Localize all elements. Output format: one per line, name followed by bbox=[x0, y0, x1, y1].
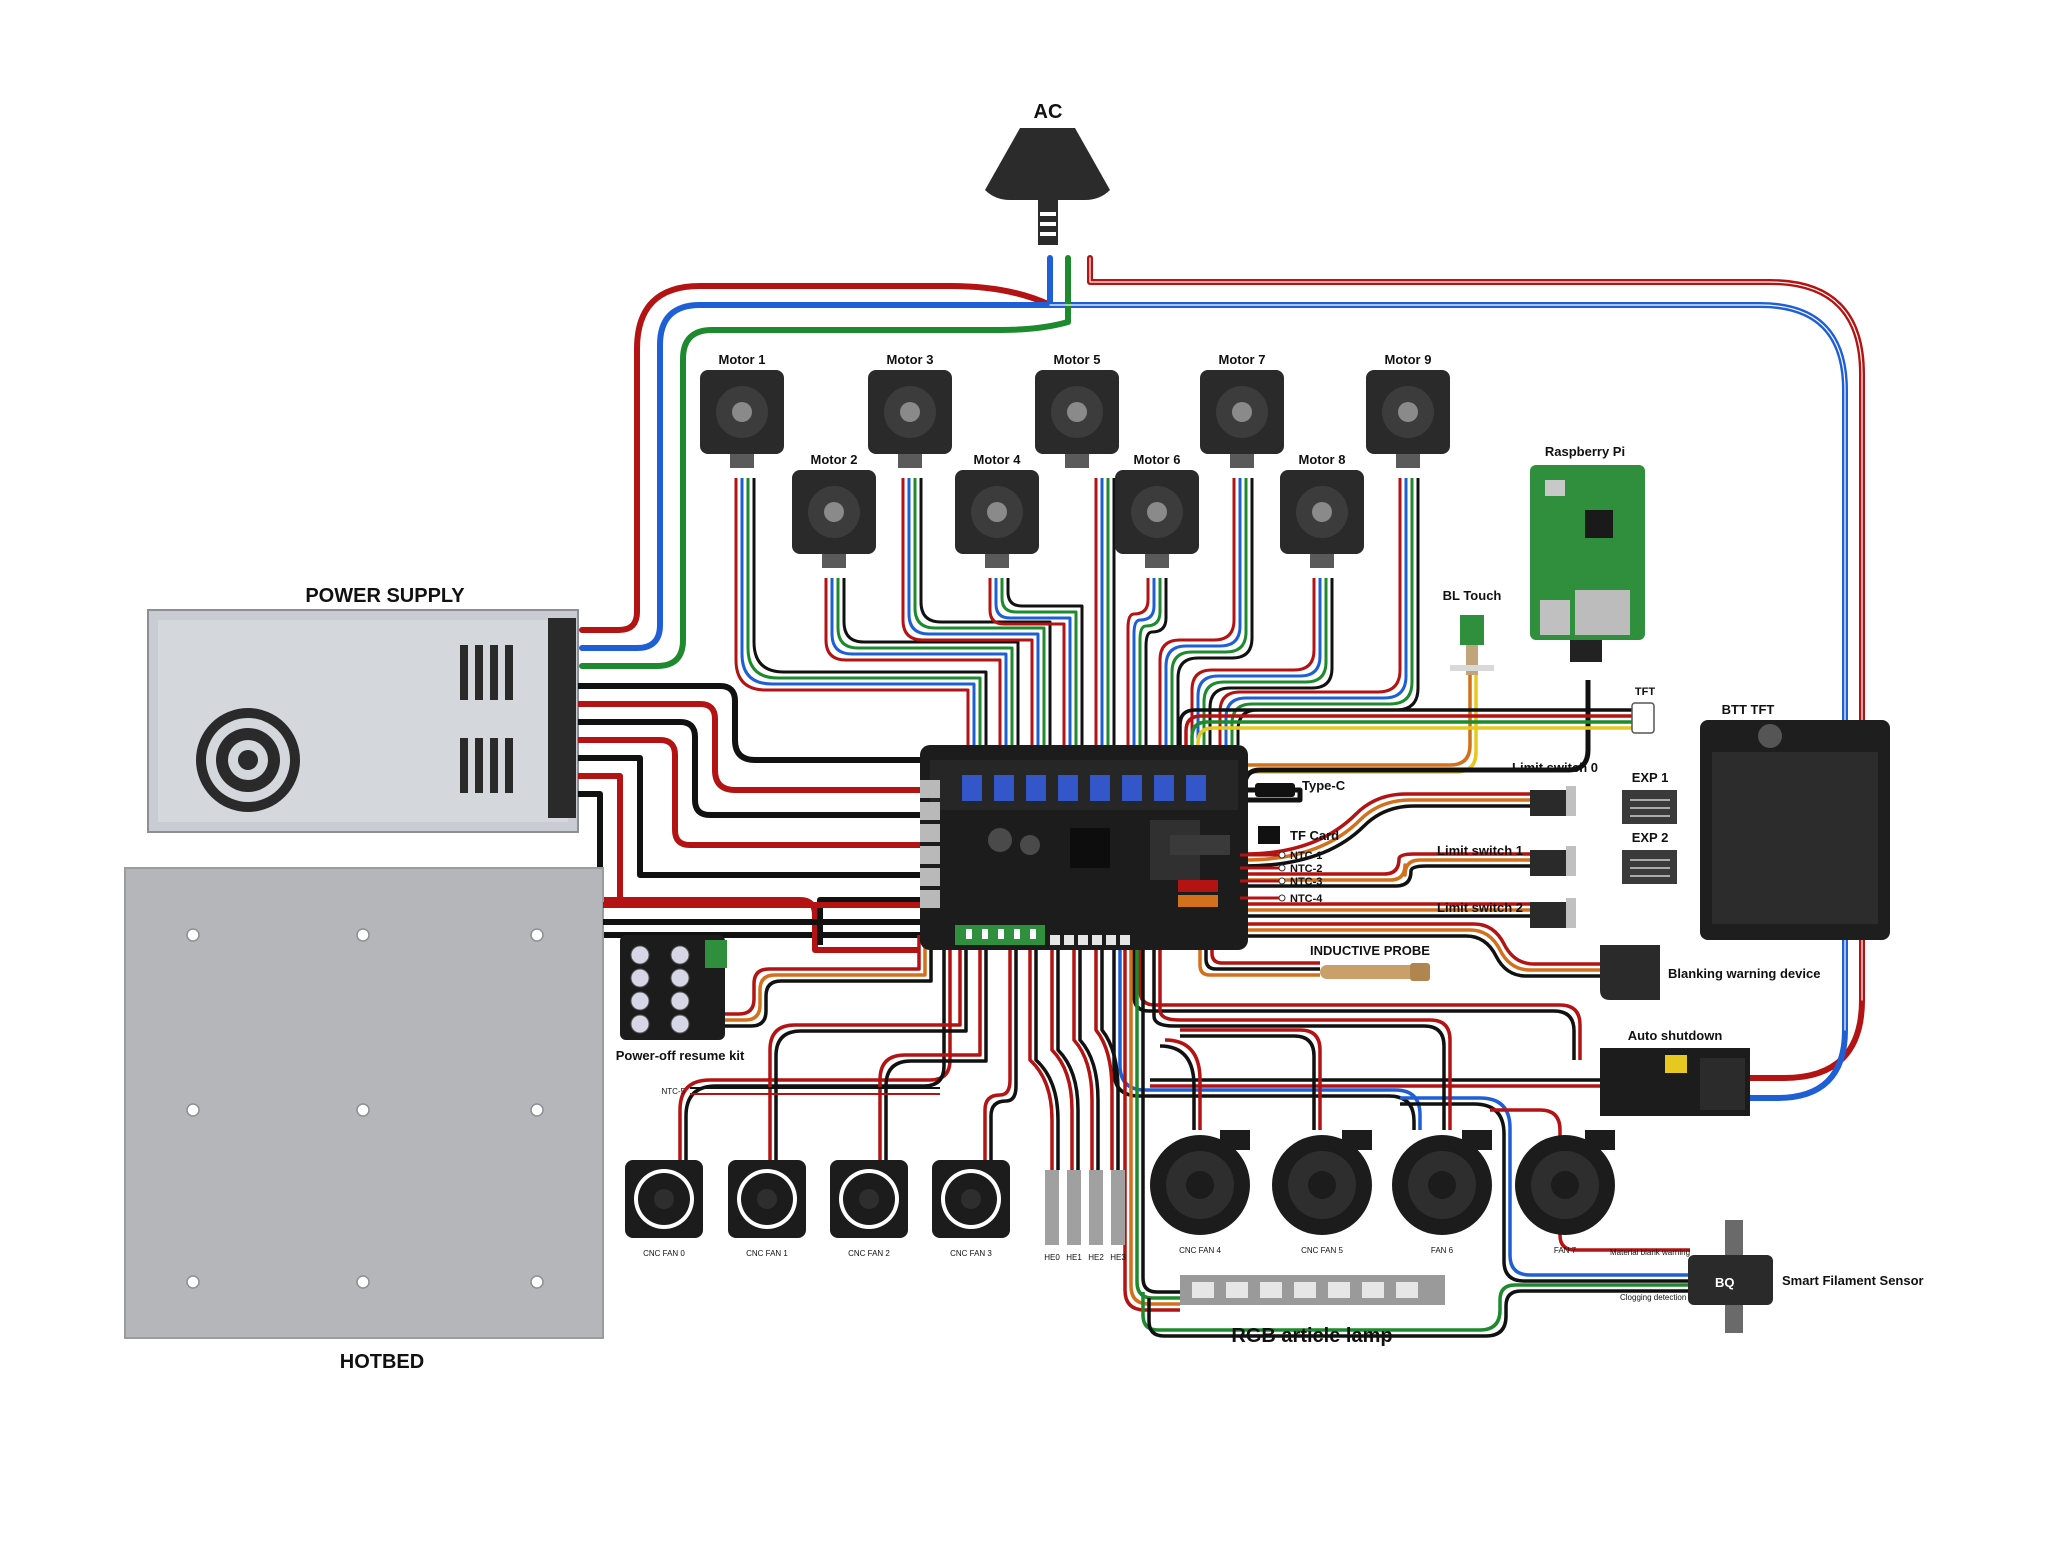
motor-5-label: Motor 5 bbox=[1054, 352, 1101, 367]
motor-2: Motor 2 bbox=[792, 452, 876, 568]
cnc-fan-0-label: CNC FAN 0 bbox=[643, 1249, 685, 1258]
material-blank-warning-label: Material blank warning bbox=[1610, 1248, 1690, 1257]
ac-wires bbox=[579, 255, 1865, 1101]
fan-6: FAN 6 bbox=[1392, 1130, 1492, 1255]
motor-1: Motor 1 bbox=[700, 352, 784, 468]
tft-connector: TFT bbox=[1631, 686, 1655, 734]
power-supply: POWER SUPPLY bbox=[147, 585, 579, 833]
heater-cartridges: HE0 HE1 HE2 HE3 bbox=[1044, 1170, 1126, 1262]
cnc-fan-4: CNC FAN 4 bbox=[1150, 1130, 1250, 1255]
raspberry-pi: Raspberry Pi bbox=[1530, 444, 1645, 662]
power-off-resume-label: Power-off resume kit bbox=[616, 1048, 745, 1063]
ntc-2-label: NTC-2 bbox=[1290, 863, 1322, 875]
heater-0-label: HE0 bbox=[1044, 1253, 1060, 1262]
fan-7: FAN 7 bbox=[1515, 1130, 1615, 1255]
btt-tft-display: BTT TFT bbox=[1700, 702, 1890, 940]
smart-filament-sensor-label: Smart Filament Sensor bbox=[1782, 1273, 1924, 1288]
heater-2-label: HE2 bbox=[1088, 1253, 1104, 1262]
cnc-fan-5-label: CNC FAN 5 bbox=[1301, 1246, 1343, 1255]
control-board bbox=[920, 745, 1248, 950]
rgb-lamp-label: RGB article lamp bbox=[1231, 1325, 1392, 1347]
blower-fans: CNC FAN 4 CNC FAN 5 FAN 6 FAN 7 bbox=[1150, 1130, 1615, 1255]
motor-7-label: Motor 7 bbox=[1219, 352, 1266, 367]
motor-3: Motor 3 bbox=[868, 352, 952, 468]
limit-switch-1-label: Limit switch 1 bbox=[1437, 843, 1523, 858]
smart-filament-sensor: BQ Smart Filament Sensor Material blank … bbox=[1610, 1220, 1924, 1333]
raspberry-pi-label: Raspberry Pi bbox=[1545, 444, 1625, 459]
fan-7-label: FAN 7 bbox=[1554, 1246, 1577, 1255]
exp-2-label: EXP 2 bbox=[1632, 830, 1669, 845]
auto-shutdown-label: Auto shutdown bbox=[1628, 1028, 1723, 1043]
clogging-detection-label: Clogging detection bbox=[1620, 1293, 1686, 1302]
heater-1-label: HE1 bbox=[1066, 1253, 1082, 1262]
cnc-fan-1: CNC FAN 1 bbox=[728, 1160, 806, 1258]
motor-9: Motor 9 bbox=[1366, 352, 1450, 468]
auto-shutdown: Auto shutdown bbox=[1600, 1028, 1750, 1116]
motor-1-label: Motor 1 bbox=[719, 352, 766, 367]
inductive-probe: INDUCTIVE PROBE bbox=[1310, 943, 1430, 981]
cnc-fan-2-label: CNC FAN 2 bbox=[848, 1249, 890, 1258]
exp-1-label: EXP 1 bbox=[1632, 770, 1669, 785]
cnc-fan-5: CNC FAN 5 bbox=[1272, 1130, 1372, 1255]
hotbed-label: HOTBED bbox=[340, 1351, 424, 1373]
motor-5: Motor 5 bbox=[1035, 352, 1119, 468]
ntc-3-label: NTC-3 bbox=[1290, 876, 1322, 888]
wire-ac-green bbox=[579, 255, 1071, 669]
rgb-article-lamp: RGB article lamp bbox=[1180, 1275, 1445, 1347]
limit-switch-2-label: Limit switch 2 bbox=[1437, 900, 1523, 915]
motor-8-label: Motor 8 bbox=[1299, 452, 1346, 467]
board-port-labels: Type-C TF Card NTC-1 NTC-2 NTC-3 NTC-4 bbox=[1240, 778, 1346, 905]
psu-output-wires bbox=[578, 683, 920, 953]
motor-4-label: Motor 4 bbox=[974, 452, 1022, 467]
blanking-warning-label: Blanking warning device bbox=[1668, 966, 1820, 981]
wire-psu-red bbox=[579, 283, 1053, 633]
cnc-fan-4-label: CNC FAN 4 bbox=[1179, 1246, 1221, 1255]
limit-switch-0-label: Limit switch 0 bbox=[1512, 760, 1598, 775]
ac-plug: AC bbox=[985, 101, 1110, 245]
inductive-probe-label: INDUCTIVE PROBE bbox=[1310, 943, 1430, 958]
motor-wires bbox=[734, 478, 1420, 745]
motor-8: Motor 8 bbox=[1280, 452, 1364, 568]
hotbed: HOTBED bbox=[124, 867, 604, 1373]
heater-3-label: HE3 bbox=[1110, 1253, 1126, 1262]
tf-card-icon bbox=[1258, 826, 1280, 844]
power-off-resume-kit: Power-off resume kit bbox=[616, 935, 745, 1063]
tft-label: TFT bbox=[1635, 686, 1655, 698]
exp-connectors: EXP 1 EXP 2 bbox=[1622, 770, 1677, 884]
bl-touch-label: BL Touch bbox=[1443, 588, 1502, 603]
motor-9-label: Motor 9 bbox=[1385, 352, 1432, 367]
cnc-fan-2: CNC FAN 2 bbox=[830, 1160, 908, 1258]
cnc-fans-axial: CNC FAN 0 CNC FAN 1 CNC FAN 2 CNC FAN 3 bbox=[625, 1160, 1010, 1258]
motor-6-label: Motor 6 bbox=[1134, 452, 1181, 467]
stepper-drivers bbox=[962, 775, 1206, 801]
ntc-4-label: NTC-4 bbox=[1290, 893, 1323, 905]
bl-touch: BL Touch bbox=[1443, 588, 1502, 675]
cnc-fan-1-label: CNC FAN 1 bbox=[746, 1249, 788, 1258]
motor-2-label: Motor 2 bbox=[811, 452, 858, 467]
cnc-fan-3: CNC FAN 3 bbox=[932, 1160, 1010, 1258]
limit-switches: Limit switch 0 Limit switch 1 Limit swit… bbox=[1437, 760, 1598, 928]
motor-7: Motor 7 bbox=[1200, 352, 1284, 468]
motor-4: Motor 4 bbox=[955, 452, 1039, 568]
cnc-fan-0: CNC FAN 0 bbox=[625, 1160, 703, 1258]
sensor-logo-text: BQ bbox=[1715, 1275, 1735, 1290]
tf-card-label: TF Card bbox=[1290, 828, 1339, 843]
type-c-label: Type-C bbox=[1302, 778, 1346, 793]
hotbed-wires bbox=[603, 902, 920, 925]
ntc-1-label: NTC-1 bbox=[1290, 850, 1322, 862]
ac-label: AC bbox=[1034, 101, 1063, 123]
cnc-fan-3-label: CNC FAN 3 bbox=[950, 1249, 992, 1258]
motor-6: Motor 6 bbox=[1115, 452, 1199, 568]
peripheral-wires bbox=[1112, 660, 1690, 1338]
power-supply-label: POWER SUPPLY bbox=[305, 585, 465, 607]
fan-6-label: FAN 6 bbox=[1431, 1246, 1454, 1255]
fan-heater-wires bbox=[678, 935, 1120, 1170]
wire-psu-blue bbox=[579, 302, 1053, 651]
motor-3-label: Motor 3 bbox=[887, 352, 934, 367]
ntc-5-label: NTC-5 bbox=[661, 1087, 685, 1096]
btt-tft-label: BTT TFT bbox=[1722, 702, 1775, 717]
blanking-warning-device: Blanking warning device bbox=[1600, 945, 1820, 1000]
